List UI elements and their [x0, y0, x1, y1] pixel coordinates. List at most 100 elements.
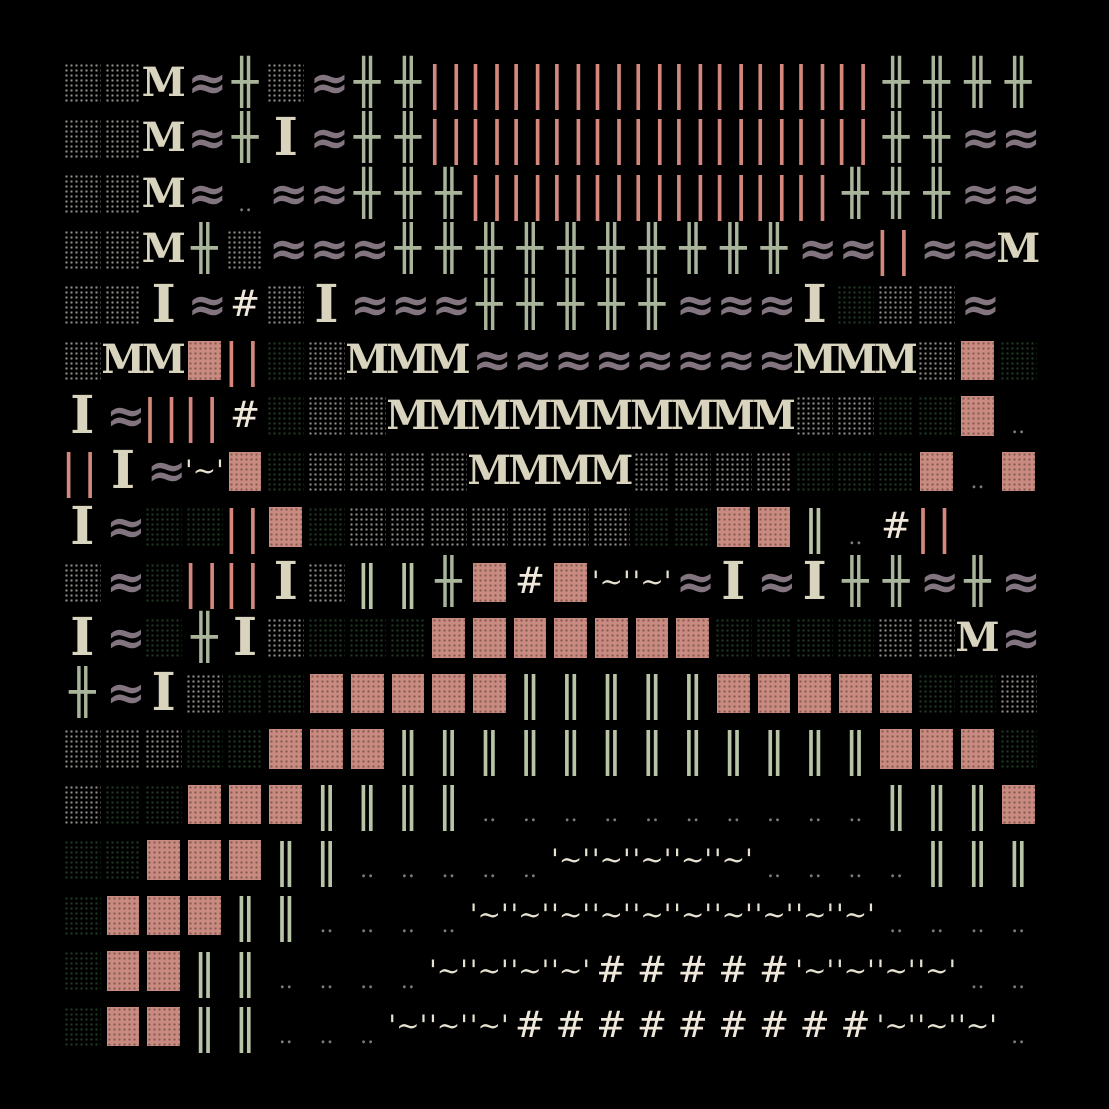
light-dot-cell	[104, 63, 142, 103]
cross-glyph-cell: ╫	[231, 112, 259, 164]
cross-glyph-cell: ╫	[760, 223, 788, 275]
cross-glyph-cell: ╫	[435, 223, 462, 275]
dark-dot-cell	[64, 840, 101, 880]
cross-glyph-cell: ╫	[1004, 56, 1032, 108]
pink-line-cell: ||	[550, 55, 591, 110]
wave-glyph-cell: ≈	[350, 277, 387, 333]
cross-glyph-cell: ╫	[557, 223, 584, 275]
double-line-cell: ‖	[803, 721, 827, 776]
double-line-cell: ‖	[518, 721, 542, 776]
dark-dot-cell	[755, 618, 793, 658]
pink-block-cell	[350, 673, 384, 713]
light-dot-cell	[633, 451, 671, 491]
wave-glyph-cell: ≈	[1001, 554, 1038, 610]
light-dot-cell	[64, 562, 101, 602]
wave-glyph-cell: ≈	[756, 277, 794, 333]
tilde-wave-cell: '~'	[795, 898, 835, 932]
cross-glyph-cell: ╫	[720, 223, 747, 275]
pink-block-cell	[757, 673, 791, 713]
tilde-wave-cell: '~'	[591, 898, 631, 932]
hash-glyph-cell: #	[881, 505, 912, 547]
pink-block-cell	[147, 1006, 181, 1046]
light-dot-cell	[348, 451, 386, 491]
m-glyph-cell: M	[387, 391, 429, 439]
pink-line-cell: ||	[224, 333, 266, 388]
m-glyph-cell: M	[143, 58, 185, 106]
tilde-wave-cell: '~'	[429, 1009, 468, 1043]
light-dot-cell	[64, 118, 101, 158]
wave-glyph-cell: ≈	[105, 610, 143, 666]
light-dot-cell	[226, 229, 264, 269]
wave-glyph-cell: ≈	[960, 110, 997, 166]
m-glyph-cell: M	[550, 447, 591, 495]
pink-line-cell: ||	[753, 111, 795, 166]
light-dot-cell	[430, 451, 467, 491]
small-dots-cell: ..	[767, 802, 782, 827]
pink-line-cell: ||	[468, 55, 510, 110]
m-glyph-cell: M	[428, 336, 469, 384]
hash-glyph-cell: #	[718, 949, 749, 991]
tilde-wave-cell: '~'	[551, 898, 591, 932]
pink-block-cell	[106, 1006, 140, 1046]
cross-glyph-cell: ╫	[923, 167, 951, 219]
hash-glyph-cell: #	[677, 1005, 708, 1047]
pink-block-cell	[269, 784, 303, 824]
tilde-wave-cell: '~'	[876, 953, 916, 987]
ibeam-glyph-cell: I	[802, 554, 827, 610]
cross-glyph-cell: ╫	[923, 56, 951, 108]
wave-glyph-cell: ≈	[309, 221, 346, 277]
m-glyph-cell: M	[713, 391, 754, 439]
small-dots-cell: ..	[360, 913, 375, 938]
light-dot-cell	[715, 451, 752, 491]
double-line-cell: ‖	[599, 666, 623, 721]
double-line-cell: ‖	[437, 721, 461, 776]
pink-block-cell	[554, 618, 587, 658]
m-glyph-cell: M	[997, 225, 1039, 273]
wave-glyph-cell: ≈	[716, 277, 753, 333]
small-dots-cell: ..	[848, 857, 863, 883]
dark-dot-cell	[267, 340, 305, 380]
cross-glyph-cell: ╫	[394, 223, 422, 275]
pink-line-cell: ||	[713, 166, 754, 221]
double-line-cell: ‖	[233, 888, 257, 943]
m-glyph-cell: M	[753, 391, 795, 439]
double-line-cell: ‖	[803, 499, 827, 554]
wave-glyph-cell: ≈	[187, 110, 224, 166]
blank-cell	[998, 277, 1039, 333]
cross-glyph-cell: ╫	[842, 556, 869, 608]
double-line-cell: ‖	[925, 832, 949, 887]
pink-line-cell: ||	[428, 111, 469, 166]
m-glyph-cell: M	[387, 336, 429, 384]
ibeam-glyph-cell: I	[273, 110, 298, 166]
pink-block-cell	[717, 507, 750, 547]
double-line-cell: ‖	[518, 666, 542, 721]
pink-block-cell	[676, 618, 709, 658]
pink-block-cell	[188, 784, 221, 824]
light-dot-cell	[64, 340, 101, 380]
m-glyph-cell: M	[346, 336, 388, 384]
wave-glyph-cell: ≈	[1001, 166, 1038, 222]
wave-glyph-cell: ≈	[309, 110, 346, 166]
tilde-wave-cell: '~'	[469, 1009, 509, 1043]
pink-block-cell	[961, 340, 994, 380]
light-dot-cell	[104, 229, 142, 269]
light-dot-cell	[64, 729, 101, 769]
light-dot-cell	[64, 63, 101, 103]
dark-dot-cell	[104, 784, 142, 824]
dark-dot-cell	[959, 673, 996, 713]
cross-glyph-cell: ╫	[475, 223, 503, 275]
light-dot-cell	[918, 285, 956, 325]
double-line-cell: ‖	[355, 555, 379, 610]
hash-glyph-cell: #	[636, 949, 668, 991]
m-glyph-cell: M	[875, 336, 917, 384]
dark-dot-cell	[633, 507, 671, 547]
light-dot-cell	[796, 396, 834, 436]
tilde-wave-cell: '~'	[795, 953, 835, 987]
light-dot-cell	[104, 285, 142, 325]
small-dots-cell: ..	[685, 802, 700, 827]
light-dot-cell	[674, 451, 711, 491]
pink-line-cell: ||	[468, 111, 510, 166]
small-dots-cell: ..	[644, 802, 659, 827]
tilde-wave-cell: '~'	[876, 1009, 916, 1043]
cross-glyph-cell: ╫	[394, 112, 422, 164]
